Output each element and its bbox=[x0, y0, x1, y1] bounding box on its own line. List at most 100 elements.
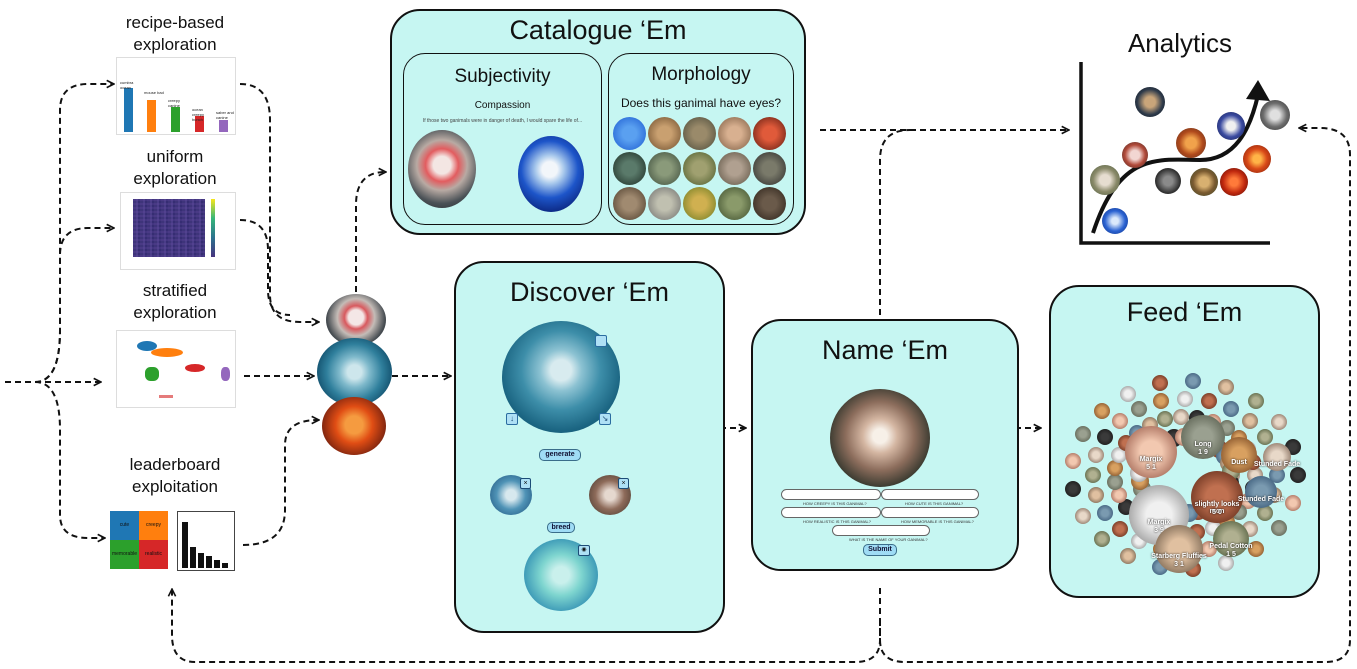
realistic-input[interactable] bbox=[781, 507, 881, 518]
feed-ganimal[interactable] bbox=[1085, 467, 1102, 483]
feed-ganimal[interactable] bbox=[1111, 486, 1128, 503]
feed-ganimal[interactable] bbox=[1191, 471, 1243, 523]
feed-ganimal[interactable] bbox=[1151, 375, 1168, 392]
feed-ganimal[interactable] bbox=[1185, 373, 1202, 390]
leaderboard-bar bbox=[182, 522, 188, 568]
feed-ganimal[interactable] bbox=[1155, 525, 1203, 573]
breed-button[interactable]: breed bbox=[547, 522, 575, 533]
feed-ganimal[interactable] bbox=[1181, 415, 1225, 459]
feed-ganimal[interactable] bbox=[1247, 393, 1264, 410]
remove-parent-left-icon[interactable]: × bbox=[520, 478, 531, 489]
submit-button[interactable]: Submit bbox=[863, 544, 897, 556]
subjectivity-option-right[interactable] bbox=[518, 136, 584, 212]
morphology-option[interactable] bbox=[718, 117, 751, 150]
feed-ganimal[interactable] bbox=[1222, 401, 1239, 418]
feed-ganimal[interactable] bbox=[1064, 481, 1081, 498]
feed-ganimal[interactable] bbox=[1270, 414, 1287, 430]
feed-ganimal-count: 1 5 bbox=[1226, 551, 1236, 558]
discover-panel: Discover ‘Em ↓ ↘ generate × × breed ◉ bbox=[454, 261, 725, 633]
morphology-option[interactable] bbox=[613, 187, 646, 220]
feed-ganimal[interactable] bbox=[1256, 428, 1273, 445]
feed-ganimal[interactable] bbox=[1093, 403, 1110, 419]
name-input[interactable] bbox=[832, 525, 930, 536]
morphology-option[interactable] bbox=[648, 187, 681, 220]
ganimal-sample-sea[interactable] bbox=[317, 338, 392, 406]
name-panel: Name ‘Em HOW CREEPY IS THIS GANIMAL? HOW… bbox=[751, 319, 1019, 571]
feed-ganimal[interactable] bbox=[1112, 413, 1129, 430]
feed-ganimal[interactable] bbox=[1245, 476, 1277, 508]
morphology-option[interactable] bbox=[683, 187, 716, 220]
recipe-bar-label: cumbra ocean bbox=[120, 80, 134, 90]
feed-ganimal[interactable] bbox=[1120, 548, 1137, 565]
feed-ganimal[interactable] bbox=[1088, 486, 1105, 503]
feed-ganimal[interactable] bbox=[1221, 437, 1257, 473]
feed-ganimal[interactable] bbox=[1074, 507, 1091, 524]
feed-ganimal[interactable] bbox=[1177, 390, 1193, 407]
share-icon[interactable]: ↘ bbox=[599, 413, 611, 425]
feed-ganimal[interactable] bbox=[1107, 473, 1124, 490]
feed-ganimal[interactable] bbox=[1247, 540, 1264, 557]
download-icon[interactable]: ↓ bbox=[506, 413, 518, 425]
feed-ganimal[interactable] bbox=[1153, 393, 1170, 410]
feed-ganimal[interactable] bbox=[1263, 443, 1291, 471]
morphology-option[interactable] bbox=[648, 117, 681, 150]
leaderboard-bar bbox=[222, 563, 228, 568]
feed-ganimal[interactable] bbox=[1111, 447, 1128, 464]
subjectivity-option-left[interactable] bbox=[408, 130, 476, 208]
ganimal-sample-red[interactable] bbox=[322, 397, 386, 455]
feed-ganimal[interactable] bbox=[1172, 408, 1189, 425]
discover-title: Discover ‘Em bbox=[509, 277, 670, 307]
feed-ganimal[interactable] bbox=[1097, 505, 1114, 522]
creepy-question: HOW CREEPY IS THIS GANIMAL? bbox=[803, 501, 867, 506]
ganimal-sample-dog[interactable] bbox=[326, 294, 386, 346]
morphology-option[interactable] bbox=[613, 117, 646, 150]
feed-ganimal[interactable] bbox=[1064, 452, 1081, 469]
feed-ganimal-name: Margix bbox=[1147, 519, 1171, 526]
creepy-input[interactable] bbox=[781, 489, 881, 500]
feed-ganimal[interactable] bbox=[1241, 413, 1258, 430]
feed-ganimal[interactable] bbox=[1120, 385, 1137, 402]
feed-ganimal[interactable] bbox=[1112, 520, 1129, 537]
feed-ganimal[interactable] bbox=[1097, 428, 1114, 445]
feed-title: Feed ‘Em bbox=[1126, 297, 1243, 327]
feed-ganimal[interactable] bbox=[1290, 467, 1307, 483]
generate-button[interactable]: generate bbox=[539, 449, 581, 461]
morphology-option[interactable] bbox=[683, 117, 716, 150]
morphology-option[interactable] bbox=[683, 152, 716, 185]
morphology-option[interactable] bbox=[753, 187, 786, 220]
feed-ganimal[interactable] bbox=[1213, 521, 1249, 557]
feed-ganimal[interactable] bbox=[1200, 393, 1217, 410]
feed-ganimal[interactable] bbox=[1088, 447, 1105, 464]
feed-ganimal[interactable] bbox=[1270, 519, 1287, 536]
feed-ganimal[interactable] bbox=[1156, 411, 1173, 428]
feed-ganimal[interactable] bbox=[1256, 505, 1273, 522]
feed-ganimal[interactable] bbox=[1218, 379, 1235, 396]
camera-icon[interactable]: ◉ bbox=[578, 545, 590, 556]
feed-ganimal[interactable] bbox=[1218, 554, 1235, 571]
copy-icon[interactable] bbox=[595, 335, 607, 347]
stratified-label-line2: exploration bbox=[133, 303, 217, 322]
remove-parent-right-icon[interactable]: × bbox=[618, 478, 629, 489]
feed-ganimal[interactable] bbox=[1131, 401, 1148, 418]
morphology-option[interactable] bbox=[718, 152, 751, 185]
feed-ganimal[interactable] bbox=[1074, 426, 1091, 443]
uniform-label-line2: exploration bbox=[133, 169, 217, 188]
feed-ganimal[interactable] bbox=[1285, 494, 1302, 511]
feed-ganimal[interactable] bbox=[1107, 460, 1124, 477]
cute-input[interactable] bbox=[881, 489, 979, 500]
leaderboard-label-line1: leaderboard bbox=[129, 455, 221, 474]
feed-ganimal[interactable] bbox=[1125, 426, 1177, 478]
morphology-option[interactable] bbox=[753, 117, 786, 150]
feed-ganimal-count: 5 0 bbox=[1212, 509, 1222, 516]
leaderboard-bar-chart bbox=[177, 511, 235, 571]
uniform-label: uniform exploration bbox=[100, 146, 250, 190]
feed-ganimal[interactable] bbox=[1268, 467, 1285, 483]
feed-ganimal[interactable] bbox=[1093, 530, 1110, 547]
leaderboard-label-line2: exploitation bbox=[131, 477, 218, 496]
memorable-input[interactable] bbox=[881, 507, 979, 518]
morphology-option[interactable] bbox=[613, 152, 646, 185]
feed-ganimal[interactable] bbox=[1200, 540, 1217, 557]
morphology-option[interactable] bbox=[648, 152, 681, 185]
morphology-option[interactable] bbox=[753, 152, 786, 185]
morphology-option[interactable] bbox=[718, 187, 751, 220]
